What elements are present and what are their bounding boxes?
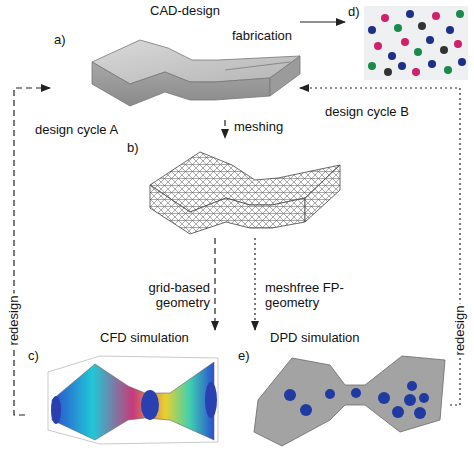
flow-arrow (214, 238, 215, 330)
panel-title: a) (54, 32, 66, 47)
flow-arrow (14, 88, 50, 415)
panel-title: CAD-design (150, 3, 220, 18)
cad-model (92, 40, 300, 106)
flow-arrow (254, 238, 255, 330)
edge-label: grid-based geometry (120, 280, 212, 310)
mesh-model (150, 152, 340, 234)
panel-letter: d) (348, 4, 360, 19)
fabrication-panel: d) (345, 2, 470, 84)
edge-label: fabrication (230, 28, 294, 43)
panel-title: DPD simulation (270, 330, 360, 345)
cycle-label: design cycle B (325, 104, 409, 119)
flow-arrow (224, 120, 225, 138)
cfd-result (48, 356, 218, 444)
flow-arrow (300, 21, 345, 22)
cycle-label: design cycle A (35, 122, 118, 137)
panel-title: CFD simulation (100, 330, 189, 345)
cad-design-panel: CAD-design a) (50, 2, 300, 120)
edge-label: redesign (453, 303, 468, 357)
edge-label: redesign (7, 293, 22, 347)
dpd-result (254, 356, 445, 446)
cfd-panel: c) CFD simulation (25, 330, 225, 450)
panel-letter: b) (127, 140, 139, 155)
flow-arrow (300, 88, 460, 405)
fabricated-particles (364, 6, 468, 80)
edge-label: meshing (232, 119, 285, 134)
edge-label: meshfree FP-geometry (263, 280, 362, 310)
mesh-panel: b) (125, 138, 350, 238)
panel-letter: e) (238, 348, 250, 363)
panel-letter: c) (28, 348, 39, 363)
dpd-panel: e) DPD simulation (235, 330, 450, 458)
